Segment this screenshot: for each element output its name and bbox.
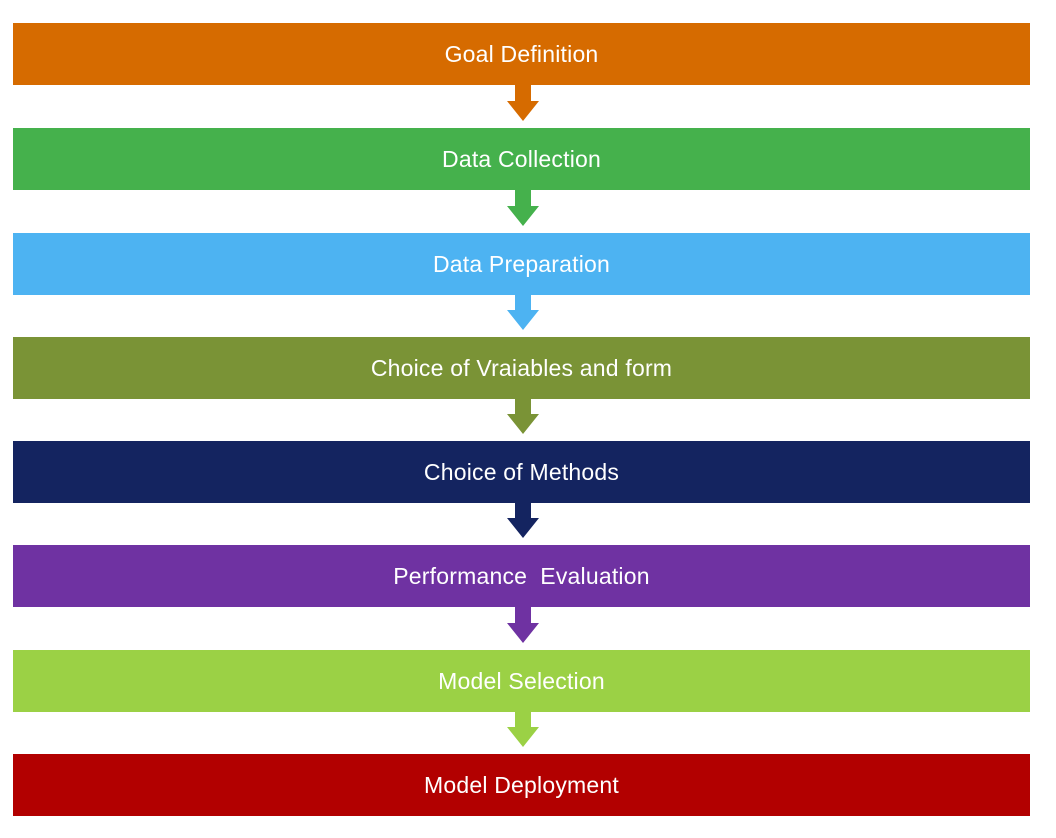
step-choice-of-variables: Choice of Vraiables and form: [13, 337, 1030, 399]
arrow-down-icon: [507, 709, 539, 747]
arrow-down-icon: [507, 396, 539, 434]
step-choice-of-methods: Choice of Methods: [13, 441, 1030, 503]
arrow-down-icon: [507, 500, 539, 538]
step-data-collection: Data Collection: [13, 128, 1030, 190]
step-model-selection: Model Selection: [13, 650, 1030, 712]
arrow-down-icon: [507, 292, 539, 330]
step-goal-definition: Goal Definition: [13, 23, 1030, 85]
step-performance-evaluation: Performance Evaluation: [13, 545, 1030, 607]
arrow-down-icon: [507, 605, 539, 643]
step-data-preparation: Data Preparation: [13, 233, 1030, 295]
arrow-down-icon: [507, 188, 539, 226]
step-model-deployment: Model Deployment: [13, 754, 1030, 816]
arrow-down-icon: [507, 83, 539, 121]
